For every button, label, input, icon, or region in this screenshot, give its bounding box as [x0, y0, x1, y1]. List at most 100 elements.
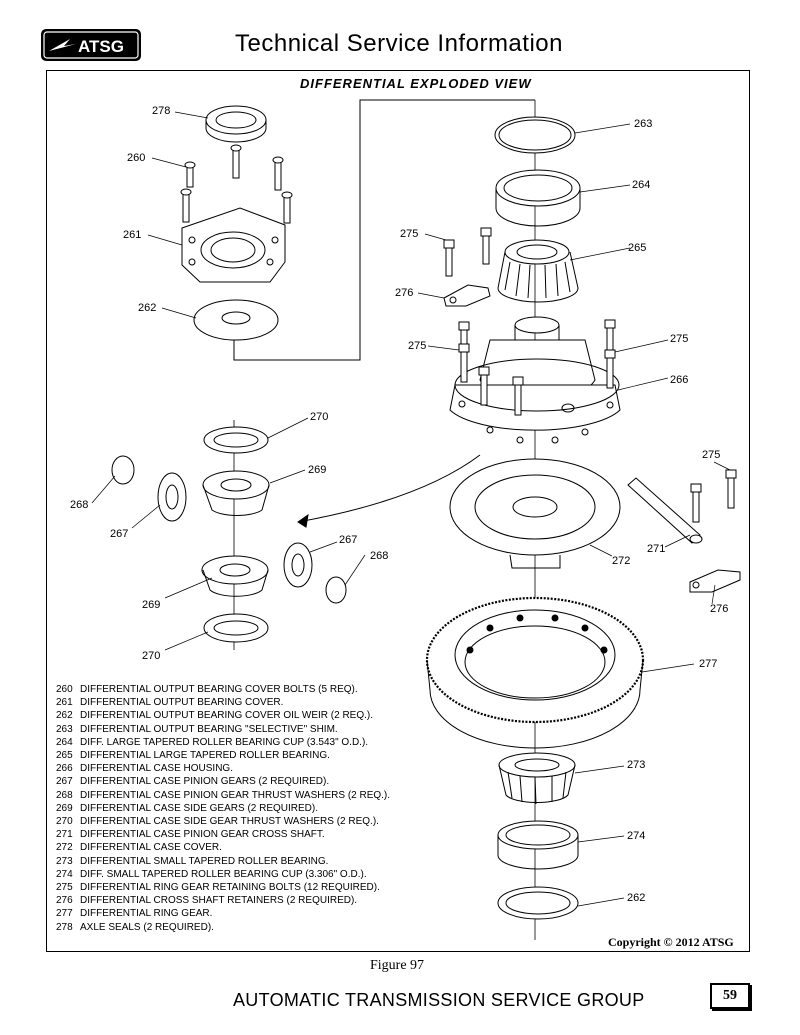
legend-row: 277 DIFFERENTIAL RING GEAR. [56, 907, 476, 920]
legend-text: DIFFERENTIAL RING GEAR. [80, 908, 213, 920]
pinion-gear-267-left [157, 472, 187, 522]
differential-case-cover-272 [449, 458, 621, 569]
cover-bolts-260 [180, 144, 293, 224]
callout-label: 273 [627, 759, 645, 771]
callout-label: 262 [138, 302, 156, 314]
legend-row: 273 DIFFERENTIAL SMALL TAPERED ROLLER BEA… [56, 855, 476, 868]
callout-label: 268 [70, 499, 88, 511]
header-title: Technical Service Information [235, 30, 563, 57]
callout-label: 274 [627, 830, 645, 842]
side-gear-thrust-washer-270-bottom [203, 613, 269, 643]
legend-text: DIFFERENTIAL CASE PINION GEAR CROSS SHAF… [80, 829, 325, 841]
ring-gear-bolts-275-c [690, 469, 737, 523]
callout-label: 261 [123, 229, 141, 241]
legend-row: 271 DIFFERENTIAL CASE PINION GEAR CROSS S… [56, 828, 476, 841]
legend-number: 264 [56, 736, 73, 748]
callout-label: 278 [152, 105, 170, 117]
ring-gear-bolts-275-b [458, 319, 616, 416]
legend-number: 270 [56, 816, 73, 828]
legend-number: 271 [56, 829, 73, 841]
side-gear-269-bottom [201, 555, 269, 597]
callout-label: 263 [634, 118, 652, 130]
legend-text: DIFFERENTIAL CASE HOUSING. [80, 763, 233, 775]
legend-text: DIFFERENTIAL RING GEAR RETAINING BOLTS (… [80, 882, 380, 894]
legend-number: 263 [56, 723, 73, 735]
ring-gear-bolts-275-a [443, 227, 492, 277]
legend-number: 278 [56, 921, 73, 933]
output-bearing-cover-261 [181, 207, 286, 283]
callout-label: 269 [142, 599, 160, 611]
legend-number: 273 [56, 855, 73, 867]
legend-row: 260 DIFFERENTIAL OUTPUT BEARING COVER BOL… [56, 683, 476, 696]
pinion-thrust-washer-268-left [111, 455, 135, 485]
small-bearing-cup-274 [497, 820, 579, 870]
cross-shaft-retainer-276-a [443, 284, 491, 307]
callout-label: 268 [370, 550, 388, 562]
legend-number: 268 [56, 789, 73, 801]
bearing-cup-264 [495, 169, 581, 227]
shim-263 [494, 116, 576, 154]
side-gear-269-top [202, 470, 270, 516]
pinion-thrust-washer-268-right [325, 576, 347, 604]
differential-case-housing-266 [449, 316, 621, 444]
callout-label: 260 [127, 152, 145, 164]
callout-label: 270 [310, 411, 328, 423]
small-bearing-273 [498, 752, 576, 805]
callout-label: 276 [710, 603, 728, 615]
legend-text: DIFF. LARGE TAPERED ROLLER BEARING CUP (… [80, 736, 369, 748]
callout-label: 275 [670, 333, 688, 345]
legend-text: DIFFERENTIAL CASE COVER. [80, 842, 222, 854]
legend-number: 269 [56, 802, 73, 814]
legend-number: 266 [56, 763, 73, 775]
callout-label: 272 [612, 555, 630, 567]
cross-shaft-retainer-276-b [689, 569, 741, 593]
legend-number: 265 [56, 750, 73, 762]
assembly-arrow [297, 454, 481, 523]
legend-row: 269 DIFFERENTIAL CASE SIDE GEARS (2 REQUI… [56, 802, 476, 815]
legend-row: 270 DIFFERENTIAL CASE SIDE GEAR THRUST WA… [56, 815, 476, 828]
legend-row: 261 DIFFERENTIAL OUTPUT BEARING COVER. [56, 696, 476, 709]
legend-number: 261 [56, 697, 73, 709]
legend-number: 274 [56, 868, 73, 880]
legend-text: DIFFERENTIAL OUTPUT BEARING "SELECTIVE" … [80, 723, 338, 735]
diagram-title: DIFFERENTIAL EXPLODED VIEW [300, 76, 532, 91]
ring-gear-277 [425, 596, 645, 749]
legend-text: DIFFERENTIAL CASE PINION GEAR THRUST WAS… [80, 789, 391, 801]
legend-number: 272 [56, 842, 73, 854]
callout-label: 269 [308, 464, 326, 476]
callout-label: 266 [670, 374, 688, 386]
legend-text: DIFFERENTIAL LARGE TAPERED ROLLER BEARIN… [80, 750, 330, 762]
legend-number: 277 [56, 908, 73, 920]
callout-label: 267 [110, 528, 128, 540]
legend-row: 266 DIFFERENTIAL CASE HOUSING. [56, 762, 476, 775]
side-gear-thrust-washer-270-top [203, 426, 269, 454]
page-number: 59 [710, 983, 750, 1009]
callout-label: 275 [400, 228, 418, 240]
legend-text: DIFFERENTIAL OUTPUT BEARING COVER BOLTS … [80, 684, 358, 695]
callout-label: 265 [628, 242, 646, 254]
content-frame [46, 70, 750, 952]
legend-text: DIFFERENTIAL CASE PINION GEARS (2 REQUIR… [80, 776, 330, 788]
legend-text: DIFFERENTIAL OUTPUT BEARING COVER. [80, 697, 284, 709]
logo-text: ATSG [78, 37, 124, 56]
callout-label: 277 [699, 658, 717, 670]
legend-number: 276 [56, 895, 73, 907]
legend-row: 272 DIFFERENTIAL CASE COVER. [56, 841, 476, 854]
legend-text: DIFFERENTIAL CASE SIDE GEAR THRUST WASHE… [80, 816, 379, 828]
legend-text: DIFFERENTIAL SMALL TAPERED ROLLER BEARIN… [80, 855, 329, 867]
callout-label: 262 [627, 892, 645, 904]
legend-number: 275 [56, 882, 73, 894]
callout-label: 275 [702, 449, 720, 461]
legend-number: 260 [56, 684, 73, 695]
pinion-gear-267-right [283, 542, 313, 588]
legend-row: 263 DIFFERENTIAL OUTPUT BEARING "SELECTIV… [56, 723, 476, 736]
callout-label: 275 [408, 340, 426, 352]
axle-seal-278 [205, 105, 267, 143]
legend-text: DIFFERENTIAL CASE SIDE GEARS (2 REQUIRED… [80, 802, 319, 814]
atsg-logo: ATSG [41, 29, 141, 61]
